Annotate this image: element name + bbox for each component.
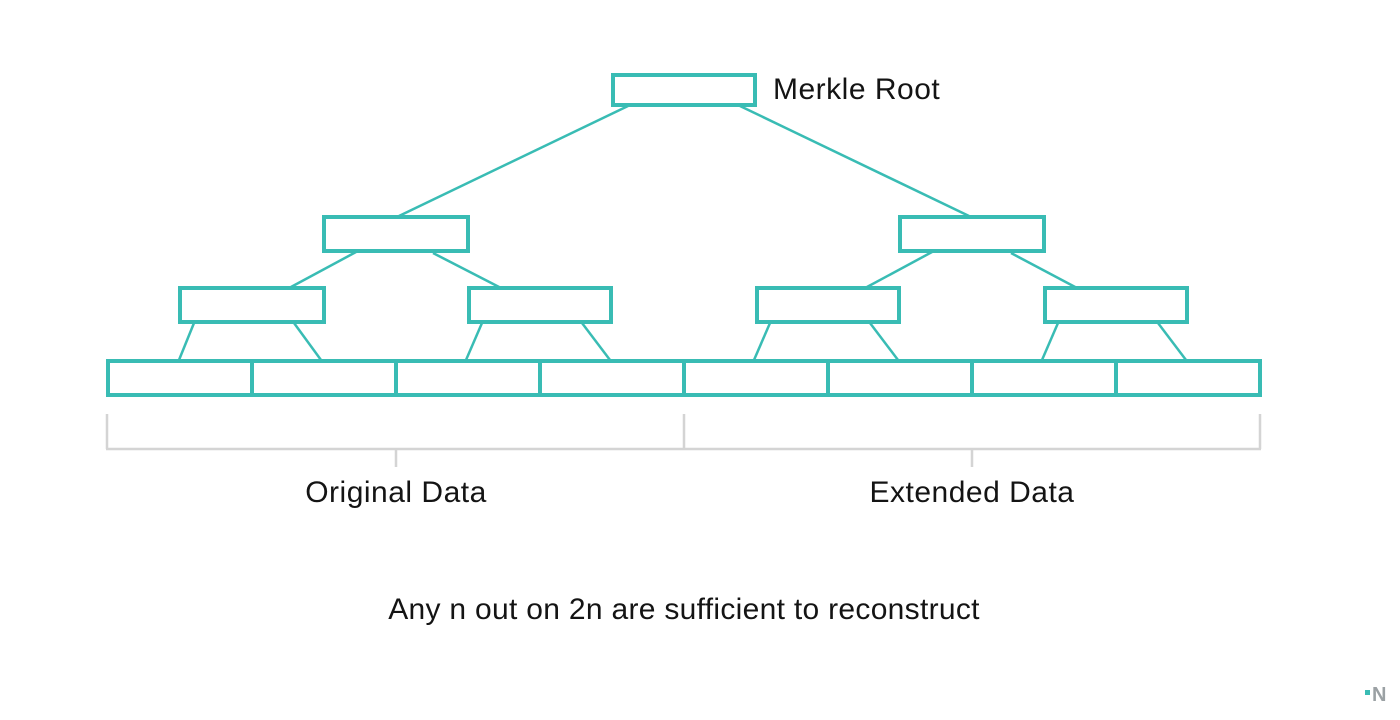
logo-letter: N xyxy=(1372,684,1387,706)
edge-l2a-to-l3a xyxy=(290,250,357,289)
subbranch-node-4 xyxy=(1043,286,1189,324)
group-brackets xyxy=(105,414,1262,467)
edge-root-to-right xyxy=(739,104,970,218)
tree-edges xyxy=(177,104,1187,361)
merkle-root-node xyxy=(611,73,757,107)
edge-l2b-to-l3d xyxy=(1010,251,1078,290)
leaf-cell xyxy=(682,363,826,393)
extended-data-label: Extended Data xyxy=(869,476,1075,509)
edge-l3c-to-leaf5 xyxy=(752,322,772,361)
edge-l2b-to-l3c xyxy=(866,250,933,289)
leaf-cell xyxy=(250,363,394,393)
edge-l2a-to-l3b xyxy=(432,251,502,290)
subbranch-node-3 xyxy=(755,286,901,324)
leaf-cell xyxy=(394,363,538,393)
leaf-cell xyxy=(110,363,250,393)
merkle-root-label: Merkle Root xyxy=(773,73,941,106)
edge-l3b-to-leaf4 xyxy=(581,322,611,361)
edge-l3b-to-leaf3 xyxy=(464,322,484,361)
leaf-cell xyxy=(538,363,682,393)
edge-l3d-to-leaf7 xyxy=(1040,322,1060,361)
subbranch-node-1 xyxy=(178,286,326,324)
edge-l3a-to-leaf2 xyxy=(292,322,323,361)
branch-node-right xyxy=(898,215,1046,253)
original-data-label: Original Data xyxy=(305,476,487,509)
branch-node-left xyxy=(322,215,470,253)
edge-root-to-left xyxy=(398,104,629,218)
edge-l3d-to-leaf8 xyxy=(1157,322,1187,361)
bracket-span-line xyxy=(105,414,1262,467)
caption-text: Any n out on 2n are sufficient to recons… xyxy=(388,593,980,626)
leaf-cell xyxy=(1114,363,1258,393)
edge-l3a-to-leaf1 xyxy=(177,322,196,361)
leaf-cell xyxy=(826,363,970,393)
logo-dot-icon xyxy=(1365,690,1370,695)
edge-l3c-to-leaf6 xyxy=(869,322,899,361)
watermark-logo: N xyxy=(1365,683,1387,707)
leaf-row xyxy=(106,359,1262,397)
leaf-cell xyxy=(970,363,1114,393)
subbranch-node-2 xyxy=(467,286,613,324)
